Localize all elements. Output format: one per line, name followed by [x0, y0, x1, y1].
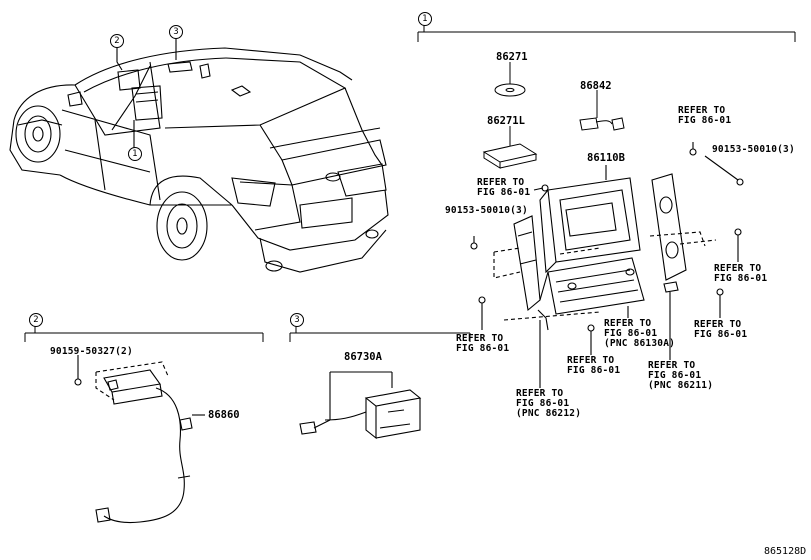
callout-3-car: 3 — [169, 25, 183, 39]
section-2-bracket — [24, 324, 264, 342]
refer-to-fig-86-01-a[interactable]: REFER TO FIG 86-01 — [678, 105, 732, 126]
part-number-86842[interactable]: 86842 — [580, 80, 612, 92]
callout-3-section: 3 — [290, 313, 304, 327]
vehicle-illustration — [9, 37, 389, 273]
refer-to-fig-86-01-c[interactable]: REFER TO FIG 86-01 — [714, 263, 768, 284]
refer-to-fig-86-01-f[interactable]: REFER TO FIG 86-01 — [567, 355, 621, 376]
section-3-bracket — [289, 324, 471, 342]
figure-id: 865128D — [764, 546, 807, 557]
refer-to-fig-86-01-b[interactable]: REFER TO FIG 86-01 — [477, 177, 531, 198]
part-number-86271[interactable]: 86271 — [496, 51, 528, 63]
section-1-bracket — [417, 19, 796, 42]
refer-to-fig-86-01-e[interactable]: REFER TO FIG 86-01 — [456, 333, 510, 354]
part-number-86271l[interactable]: 86271L — [487, 115, 525, 127]
part-number-86110b[interactable]: 86110B — [587, 152, 625, 164]
callout-2-car: 2 — [110, 34, 124, 48]
part-number-86860[interactable]: 86860 — [208, 409, 240, 421]
bolt-90153-right[interactable]: 90153-50010(3) — [712, 144, 795, 155]
callout-1-top: 1 — [418, 12, 432, 26]
bolt-90159[interactable]: 90159-50327(2) — [50, 346, 133, 357]
connector-86842 — [579, 90, 625, 131]
navigation-module — [482, 126, 538, 169]
module-86860 — [74, 355, 205, 524]
antenna-module-86730a — [299, 371, 422, 440]
cd-disc — [494, 62, 526, 97]
bolt-90153-left[interactable]: 90153-50010(3) — [445, 205, 528, 216]
callout-2-section: 2 — [29, 313, 43, 327]
callout-1-car: 1 — [128, 147, 142, 161]
refer-to-pnc-86211[interactable]: REFER TO FIG 86-01 (PNC 86211) — [648, 360, 714, 391]
part-number-86730a[interactable]: 86730A — [344, 351, 382, 363]
audio-display-unit — [470, 142, 744, 388]
refer-to-fig-86-01-d[interactable]: REFER TO FIG 86-01 — [694, 319, 748, 340]
refer-to-pnc-86130a[interactable]: REFER TO FIG 86-01 (PNC 86130A) — [604, 318, 676, 349]
refer-to-pnc-86212[interactable]: REFER TO FIG 86-01 (PNC 86212) — [516, 388, 582, 419]
